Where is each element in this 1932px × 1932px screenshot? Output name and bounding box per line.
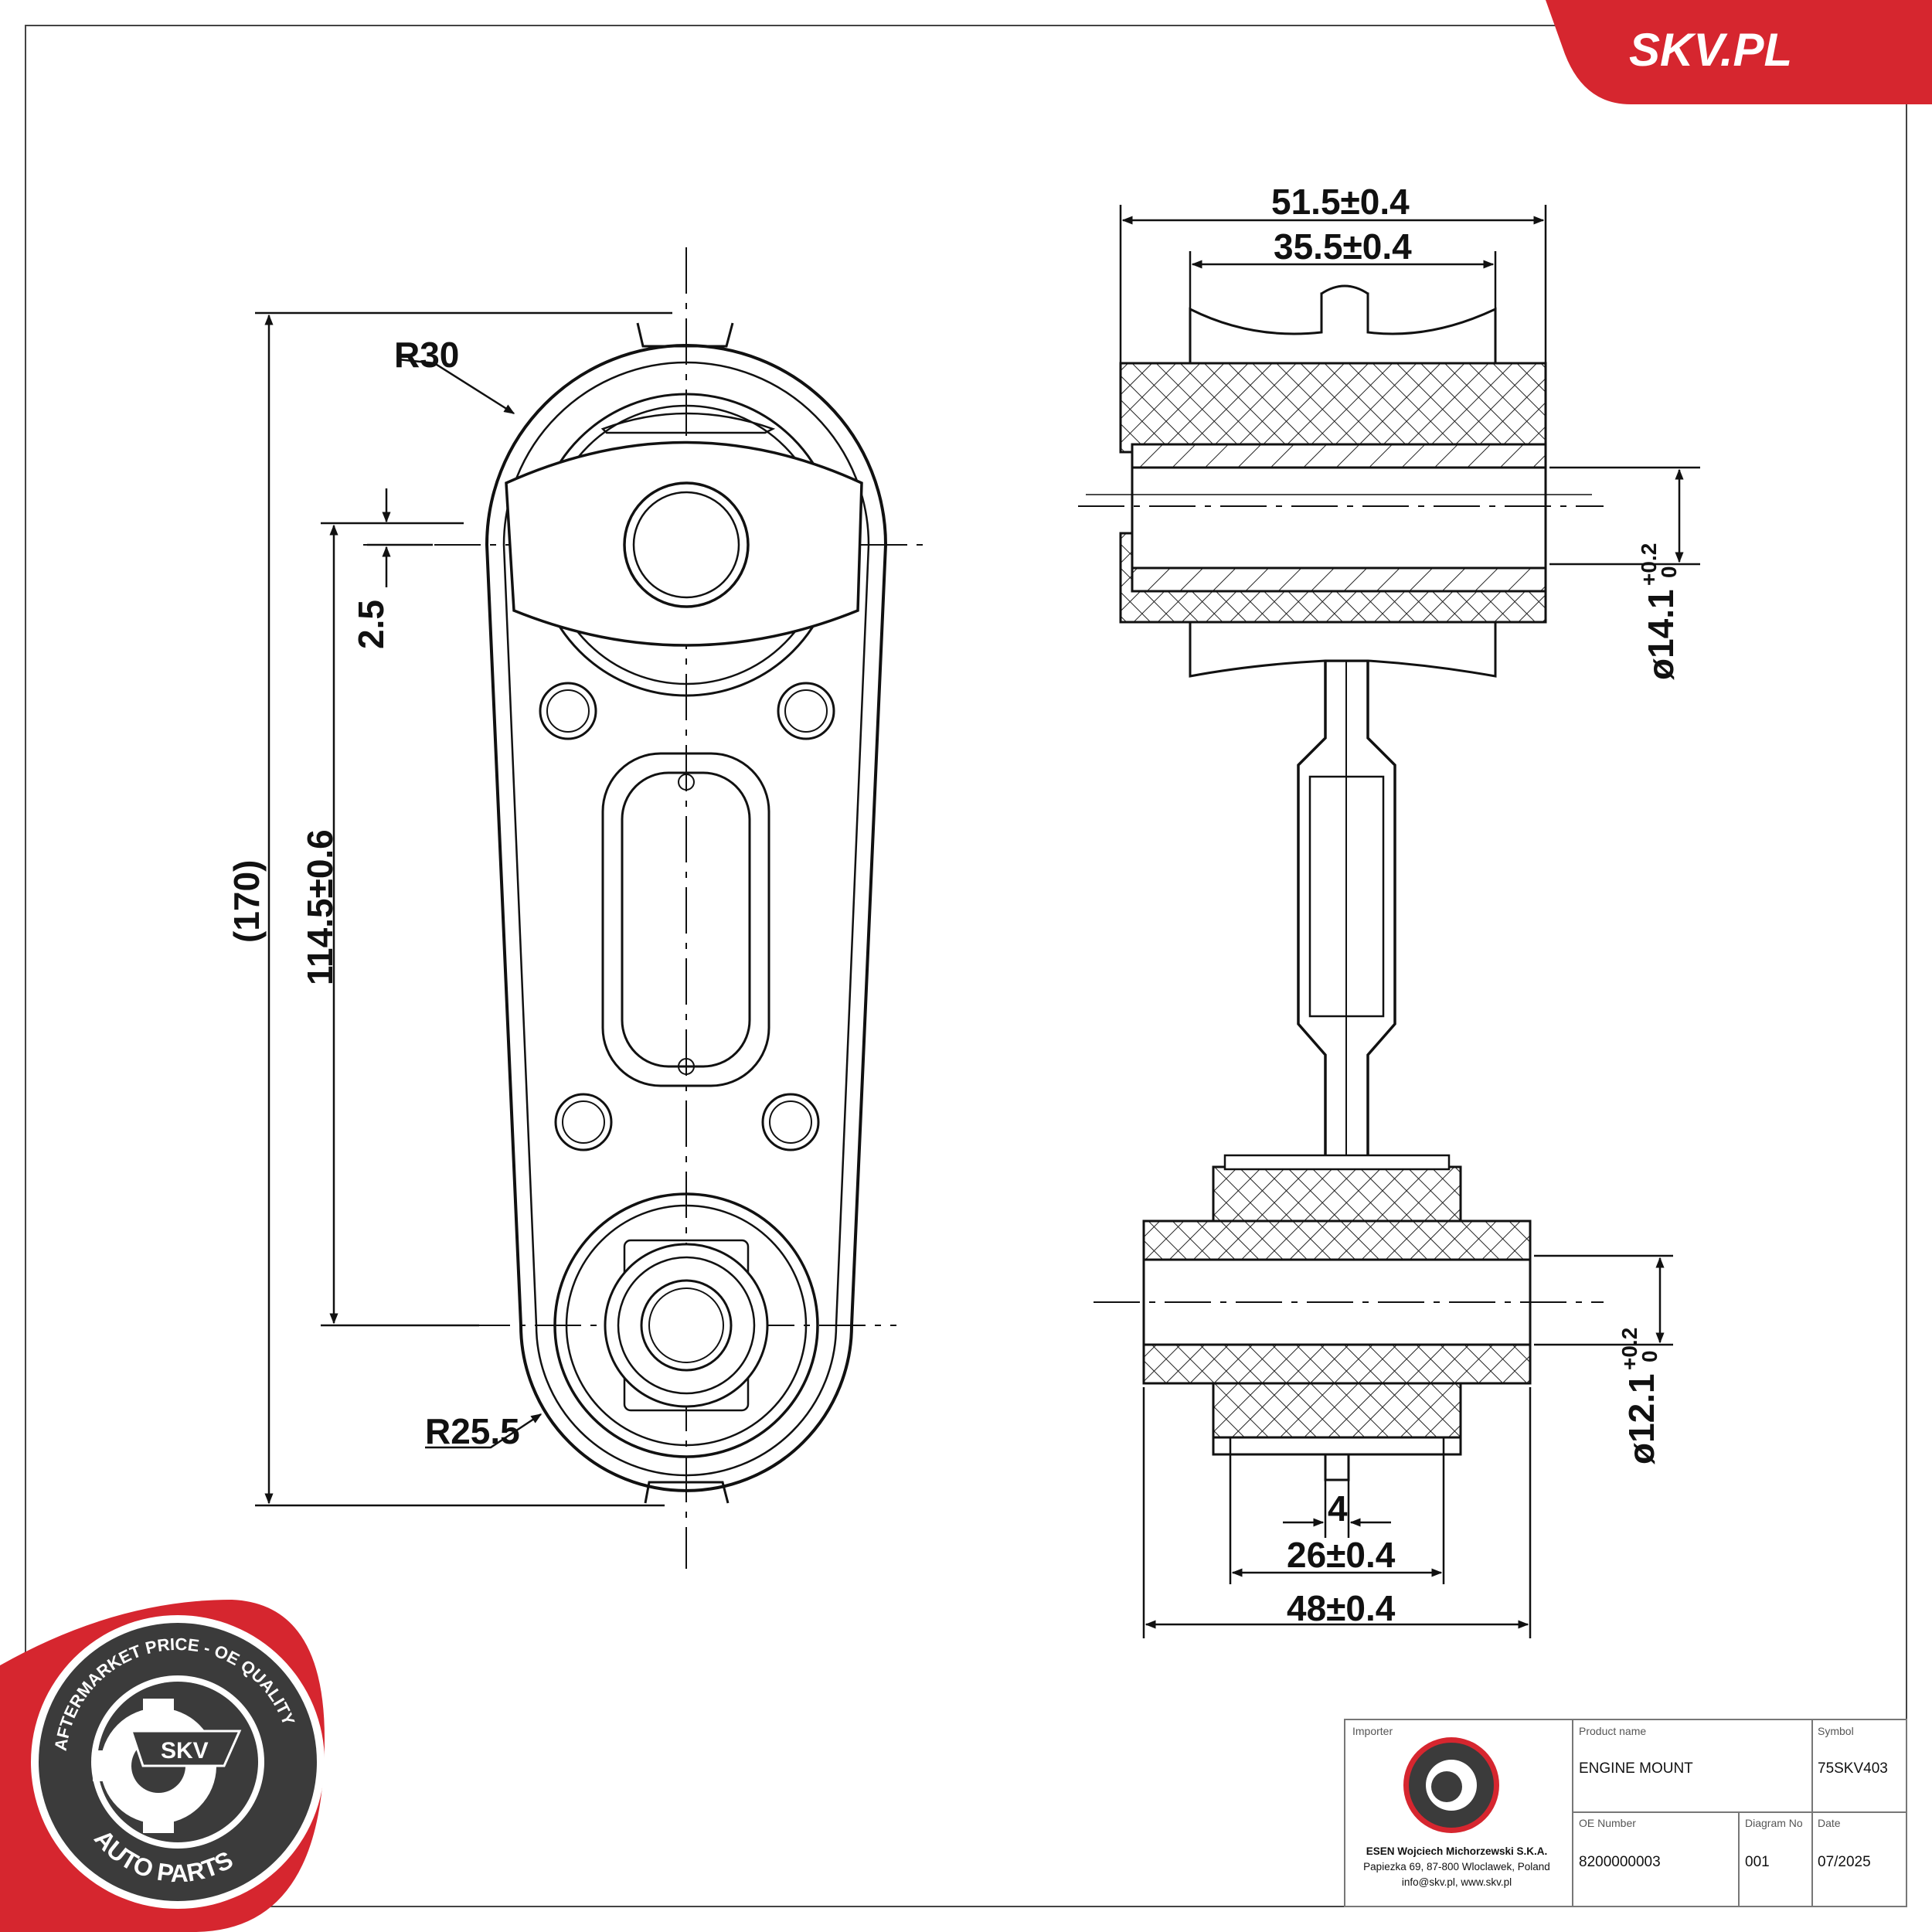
- product-name-label: Product name: [1579, 1725, 1646, 1737]
- importer-label: Importer: [1352, 1725, 1393, 1737]
- svg-text:+0.2: +0.2: [1637, 543, 1661, 586]
- bottom-bushing-rubber: [604, 1243, 769, 1408]
- importer-contact: info@skv.pl, www.skv.pl: [1402, 1876, 1512, 1888]
- brand-name: SKV.PL: [1629, 24, 1792, 76]
- plate-thickness-label: 4: [1328, 1488, 1348, 1529]
- bolt-hole-top-right: [777, 682, 835, 740]
- svg-text:0: 0: [1638, 1350, 1662, 1362]
- front-view: [363, 247, 927, 1569]
- top-outer-tube: [1119, 362, 1547, 454]
- top-bore-label: ø14.1 +0.2 0: [1637, 543, 1681, 680]
- brand-corner: SKV.PL: [1546, 0, 1932, 104]
- mount-body-outline: [485, 344, 888, 1492]
- logo-badge-text: SKV: [161, 1738, 209, 1764]
- bottom-inner-width-label: 26±0.4: [1287, 1535, 1396, 1575]
- oe-number-label: OE Number: [1579, 1817, 1636, 1829]
- svg-text:ø12.1: ø12.1: [1621, 1373, 1662, 1464]
- diagram-no: 001: [1745, 1854, 1770, 1870]
- offset-label: 2.5: [351, 600, 391, 649]
- mount-body-inner: [502, 361, 870, 1477]
- bolt-hole-bottom-right: [761, 1093, 820, 1151]
- bottom-bushing-outer: [553, 1192, 819, 1458]
- side-view-dimensions: [1119, 205, 1700, 1638]
- svg-text:0: 0: [1657, 566, 1681, 578]
- oe-number: 8200000003: [1579, 1854, 1661, 1870]
- brand-banner: [1546, 0, 1932, 104]
- top-outer-width-label: 51.5±0.4: [1271, 182, 1410, 222]
- skv-quality-logo: SKV AFTERMARKET PRICE - OE QUALITY AUTO …: [0, 1600, 325, 1932]
- svg-text:+0.2: +0.2: [1617, 1328, 1641, 1370]
- diagram-no-label: Diagram No: [1745, 1817, 1803, 1829]
- symbol-value: 75SKV403: [1818, 1760, 1888, 1777]
- top-inner-sleeve: [1131, 443, 1547, 469]
- center-slot-inner: [621, 771, 751, 1068]
- side-view: [1119, 284, 1547, 1481]
- bottom-outer-width-label: 48±0.4: [1287, 1588, 1396, 1628]
- bolt-hole-bottom-left: [554, 1093, 613, 1151]
- symbol-label: Symbol: [1818, 1725, 1854, 1737]
- bottom-bore-label: ø12.1 +0.2 0: [1617, 1328, 1662, 1464]
- bolt-hole-top-left: [539, 682, 597, 740]
- importer-name: ESEN Wojciech Michorzewski S.K.A.: [1366, 1845, 1548, 1857]
- bottom-rubber-top: [1212, 1165, 1462, 1223]
- top-inner-width-label: 35.5±0.4: [1274, 226, 1412, 267]
- svg-text:ø14.1: ø14.1: [1641, 589, 1681, 680]
- overall-length-label: (170): [226, 860, 267, 943]
- center-distance-label: 114.5±0.6: [300, 829, 340, 985]
- date-label: Date: [1818, 1817, 1841, 1829]
- bottom-rubber-bottom: [1212, 1382, 1462, 1439]
- product-name: ENGINE MOUNT: [1579, 1760, 1693, 1777]
- bottom-bushing-hole: [640, 1279, 733, 1372]
- top-bushing-hole-inner: [632, 491, 740, 599]
- bottom-outer-tube: [1142, 1219, 1532, 1261]
- radius-bottom-label: R25.5: [425, 1411, 520, 1451]
- date-value: 07/2025: [1818, 1854, 1871, 1870]
- r25-leader: [425, 1413, 543, 1449]
- r30-leader: [397, 358, 515, 415]
- drawing-frame: [25, 25, 1907, 1907]
- front-view-dimensions: [255, 311, 672, 1507]
- importer-address: Papiezka 69, 87-800 Wloclawek, Poland: [1363, 1861, 1550, 1872]
- center-slot-outer: [601, 752, 770, 1087]
- title-block: Importer ESEN Wojciech Michorzewski S.K.…: [1344, 1719, 1907, 1907]
- radius-top-label: R30: [394, 335, 459, 375]
- top-bracket-plate: [505, 440, 863, 647]
- top-bushing-hole-outer: [623, 481, 750, 608]
